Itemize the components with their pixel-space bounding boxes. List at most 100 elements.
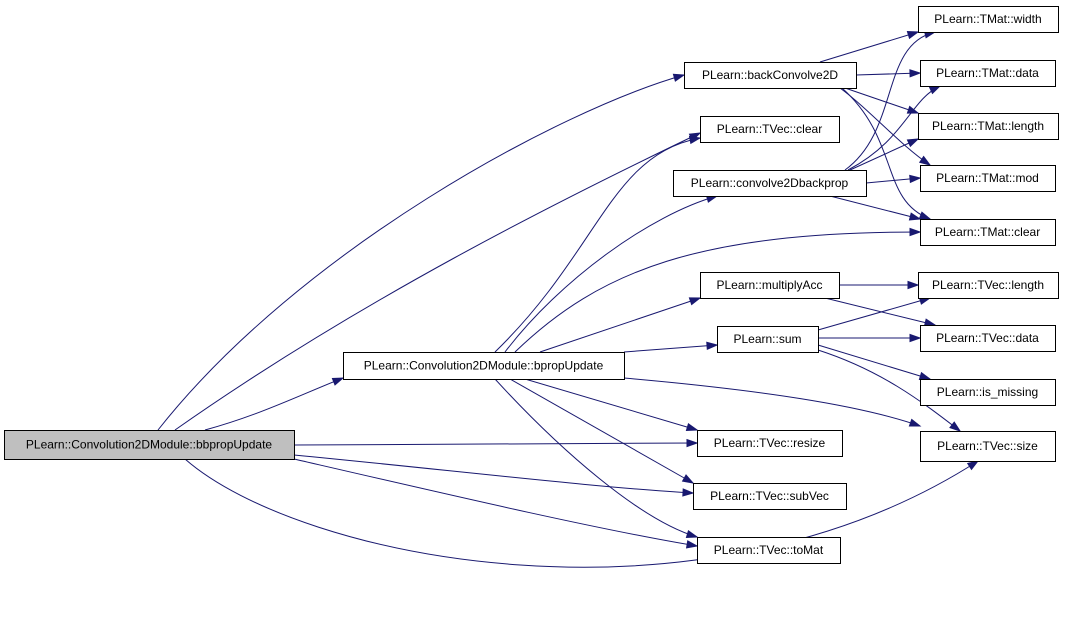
node-box[interactable] xyxy=(697,430,843,457)
node-tmat-clear[interactable]: PLearn::TMat::clear xyxy=(920,219,1056,246)
node-box[interactable] xyxy=(920,219,1056,246)
edge-line xyxy=(817,297,931,331)
node-tmat-data[interactable]: PLearn::TMat::data xyxy=(920,60,1056,87)
edge-bbprop-to-bprop xyxy=(204,377,345,431)
node-is-missing[interactable]: PLearn::is_missing xyxy=(920,379,1056,406)
edge-line xyxy=(841,87,931,220)
edge-line xyxy=(184,458,979,568)
node-tvec-data[interactable]: PLearn::TVec::data xyxy=(920,325,1056,352)
arrowhead xyxy=(672,73,686,82)
edge-bbprop-to-tvec_toMat xyxy=(293,458,699,549)
node-tvec-resize[interactable]: PLearn::TVec::resize xyxy=(697,430,843,457)
node-backConvolve2D[interactable]: PLearn::backConvolve2D xyxy=(684,62,857,89)
node-box[interactable] xyxy=(693,483,847,510)
node-box[interactable] xyxy=(717,326,819,353)
arrowhead xyxy=(908,212,922,221)
arrowhead xyxy=(906,138,920,148)
node-label: PLearn::TVec::clear xyxy=(717,122,822,136)
edge-line xyxy=(844,87,919,114)
arrowhead xyxy=(918,155,932,166)
arrowhead xyxy=(909,174,922,184)
edge-line xyxy=(204,377,344,431)
node-label: PLearn::TMat::length xyxy=(932,119,1044,133)
edge-bbprop-to-tvec_subVec xyxy=(293,454,695,497)
node-bprop[interactable]: PLearn::Convolution2DModule::bpropUpdate xyxy=(343,352,625,380)
node-tmat-width[interactable]: PLearn::TMat::width xyxy=(918,6,1059,33)
node-label: PLearn::Convolution2DModule::bpropUpdate xyxy=(364,359,604,373)
arrowhead xyxy=(685,540,699,549)
node-box[interactable] xyxy=(920,165,1056,192)
edge-sum-to-tvec_data xyxy=(818,333,922,343)
edge-bbprop-to-tvec_resize xyxy=(293,438,699,448)
edge-line xyxy=(539,297,701,353)
node-box[interactable] xyxy=(918,272,1059,299)
edge-bprop-to-tvec_resize xyxy=(524,378,699,432)
node-box[interactable] xyxy=(918,113,1059,140)
node-box[interactable] xyxy=(920,60,1056,87)
edge-line xyxy=(623,377,921,427)
node-convolve2Dbackprop[interactable]: PLearn::convolve2Dbackprop xyxy=(673,170,867,197)
arrowhead xyxy=(966,460,980,471)
node-box[interactable] xyxy=(920,431,1056,462)
arrowhead xyxy=(949,421,962,432)
arrowhead xyxy=(331,377,345,386)
edge-bprop-to-tvec_clear xyxy=(494,135,702,353)
node-box[interactable] xyxy=(673,170,867,197)
node-tmat-length[interactable]: PLearn::TMat::length xyxy=(918,113,1059,140)
node-sum[interactable]: PLearn::sum xyxy=(717,326,819,353)
edge-backConvolve2D-to-tmat_width xyxy=(819,31,920,63)
arrowhead xyxy=(906,31,920,40)
arrowhead xyxy=(906,105,920,114)
node-label: PLearn::multiplyAcc xyxy=(716,278,822,292)
edge-line xyxy=(623,344,718,353)
arrowhead xyxy=(688,297,702,306)
node-box[interactable] xyxy=(4,430,295,460)
node-tvec-subVec[interactable]: PLearn::TVec::subVec xyxy=(693,483,847,510)
arrowhead xyxy=(909,69,922,78)
edge-line xyxy=(855,72,921,76)
arrowhead xyxy=(908,418,922,427)
node-label: PLearn::TVec::resize xyxy=(714,436,826,450)
edge-line xyxy=(293,458,698,547)
edge-sum-to-tvec_length xyxy=(817,296,932,331)
node-label: PLearn::convolve2Dbackprop xyxy=(691,176,849,190)
node-box[interactable] xyxy=(918,6,1059,33)
node-label: PLearn::TVec::toMat xyxy=(714,543,824,557)
arrowhead xyxy=(681,474,695,484)
edge-bprop-to-sum xyxy=(623,341,719,353)
arrowhead xyxy=(909,227,922,237)
node-tvec-toMat[interactable]: PLearn::TVec::toMat xyxy=(697,537,841,564)
node-box[interactable] xyxy=(343,352,625,380)
node-label: PLearn::TVec::data xyxy=(936,331,1039,345)
node-box[interactable] xyxy=(920,379,1056,406)
edge-line xyxy=(514,231,921,353)
arrowhead xyxy=(688,135,702,145)
edge-line xyxy=(844,31,936,171)
edge-line xyxy=(524,378,698,431)
node-label: PLearn::Convolution2DModule::bbpropUpdat… xyxy=(26,438,272,452)
node-tmat-mod[interactable]: PLearn::TMat::mod xyxy=(920,165,1056,192)
edge-sum-to-is_missing xyxy=(817,344,932,380)
node-tvec-length[interactable]: PLearn::TVec::length xyxy=(918,272,1059,299)
node-box[interactable] xyxy=(684,62,857,89)
edge-line xyxy=(174,132,701,431)
arrowhead xyxy=(907,280,920,290)
node-label: PLearn::TVec::length xyxy=(932,278,1044,292)
edge-line xyxy=(817,349,961,432)
node-tvec-clear[interactable]: PLearn::TVec::clear xyxy=(700,116,840,143)
edge-line xyxy=(819,31,919,63)
node-multiplyAcc[interactable]: PLearn::multiplyAcc xyxy=(700,272,840,299)
edge-line xyxy=(494,378,698,538)
node-box[interactable] xyxy=(920,325,1056,352)
node-label: PLearn::sum xyxy=(733,332,801,346)
node-box[interactable] xyxy=(700,116,840,143)
arrowhead xyxy=(918,211,932,220)
node-box[interactable] xyxy=(700,272,840,299)
node-tvec-size[interactable]: PLearn::TVec::size xyxy=(920,431,1056,462)
edge-backConvolve2D-to-tmat_data xyxy=(855,69,922,78)
node-bbprop[interactable]: PLearn::Convolution2DModule::bbpropUpdat… xyxy=(4,430,295,460)
edge-line xyxy=(817,344,931,380)
node-box[interactable] xyxy=(697,537,841,564)
edge-bbprop-to-tvec_clear xyxy=(174,132,702,431)
edge-line xyxy=(829,195,921,220)
